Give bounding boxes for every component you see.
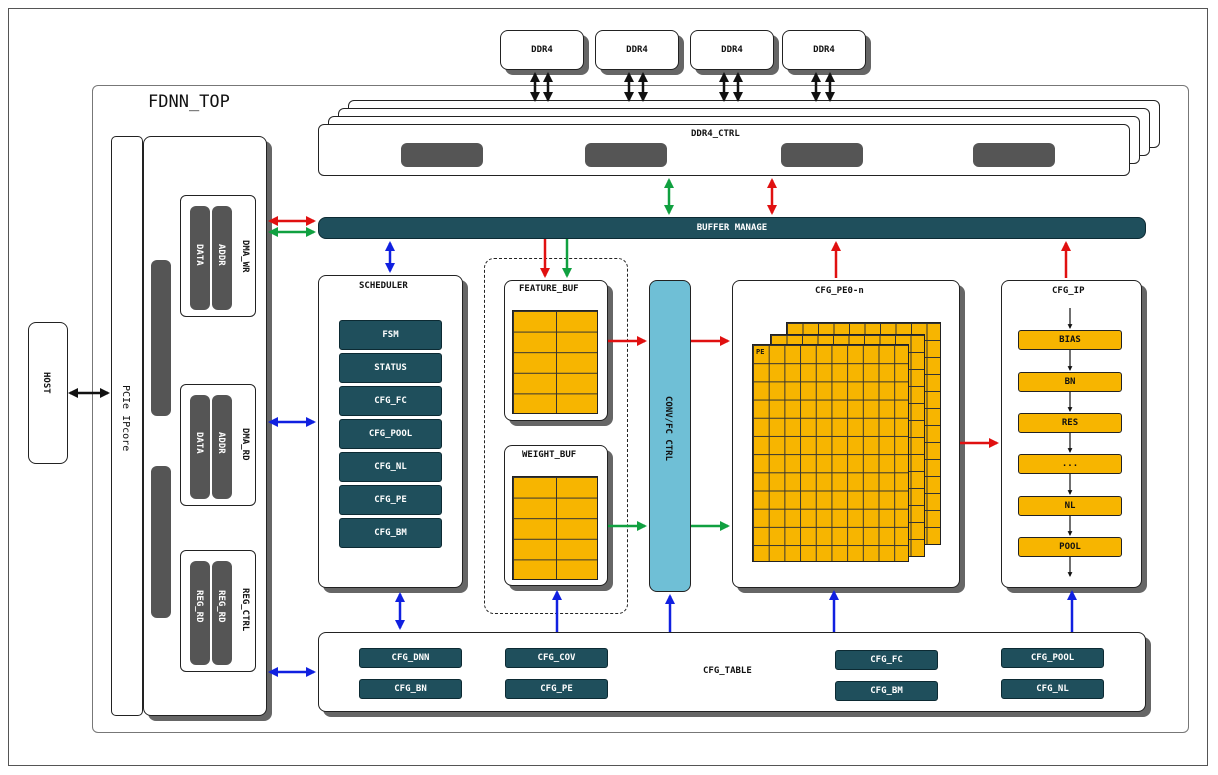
dma-wr-addr-bus [212, 206, 232, 310]
conv-fc-ctrl-block [649, 280, 691, 592]
ddr4-label: DDR4 [531, 45, 553, 55]
scheduler-cfg-pool: CFG_POOL [339, 419, 442, 449]
cfg-table-dnn: CFG_DNN [359, 648, 462, 668]
pe-array-front [752, 344, 909, 562]
dma-side-bar-1 [151, 260, 171, 416]
ddr4-ctrl-port-2 [585, 143, 667, 167]
scheduler-cfg-nl: CFG_NL [339, 452, 442, 482]
cfg-table-cov: CFG_COV [505, 648, 608, 668]
ddr4-chip-4: DDR4 [782, 30, 866, 70]
cfg-table-bm: CFG_BM [835, 681, 938, 701]
cfg-table-title: CFG_TABLE [703, 666, 752, 676]
host-block [28, 322, 68, 464]
dma-rd-data-bus [190, 395, 210, 499]
ddr-link-arrows [68, 72, 835, 398]
pe-cell-label: PE [756, 348, 765, 356]
fdnn-top-title: FDNN_TOP [148, 92, 230, 112]
buffer-manage-bar: BUFFER MANAGE [318, 217, 1146, 239]
dma-side-bar-2 [151, 466, 171, 618]
ddr4-ctrl-port-4 [973, 143, 1055, 167]
scheduler-cfg-bm: CFG_BM [339, 518, 442, 548]
cfg-ip-bias: BIAS [1018, 330, 1122, 350]
conv-fc-ctrl-label: CONV/FC CTRL [663, 396, 673, 462]
weight-buf-title: WEIGHT_BUF [522, 450, 577, 460]
ddr4-ctrl-port-1 [401, 143, 483, 167]
ddr4-label: DDR4 [626, 45, 648, 55]
ddr4-chip-1: DDR4 [500, 30, 584, 70]
dma-rd-addr-label: ADDR [216, 432, 226, 454]
dma-rd-label: DMA_RD [240, 428, 250, 461]
reg-rd-bus-2 [212, 561, 232, 665]
scheduler-cfg-pe: CFG_PE [339, 485, 442, 515]
ddr4-chip-2: DDR4 [595, 30, 679, 70]
cfg-ip-pool: POOL [1018, 537, 1122, 557]
ddr4-ctrl-label: DDR4_CTRL [691, 129, 740, 139]
reg-ctrl-label: REG_CTRL [240, 588, 250, 632]
dma-wr-data-bus [190, 206, 210, 310]
dma-wr-data-label: DATA [194, 244, 204, 266]
cfg-table-fc: CFG_FC [835, 650, 938, 670]
ddr4-ctrl-port-3 [781, 143, 863, 167]
scheduler-fsm: FSM [339, 320, 442, 350]
cfg-ip-bn: BN [1018, 372, 1122, 392]
cfg-ip-ellipsis: ... [1018, 454, 1122, 474]
feature-buf-title: FEATURE_BUF [519, 284, 579, 294]
reg-rd-label-1: REG_RD [194, 590, 204, 623]
reg-rd-label-2: REG_RD [216, 590, 226, 623]
cfg-table-pool: CFG_POOL [1001, 648, 1104, 668]
ddr4-label: DDR4 [721, 45, 743, 55]
cfg-ip-res: RES [1018, 413, 1122, 433]
dma-rd-addr-bus [212, 395, 232, 499]
scheduler-status: STATUS [339, 353, 442, 383]
outer-frame [8, 8, 1208, 766]
dma-wr-addr-label: ADDR [216, 244, 226, 266]
ddr4-chip-3: DDR4 [690, 30, 774, 70]
dma-wr-label: DMA_WR [240, 240, 250, 273]
cfg-ip-title: CFG_IP [1052, 286, 1085, 296]
scheduler-cfg-fc: CFG_FC [339, 386, 442, 416]
dma-rd-data-label: DATA [194, 432, 204, 454]
cfg-ip-nl: NL [1018, 496, 1122, 516]
cfg-pe-title: CFG_PE0-n [815, 286, 864, 296]
pcie-ipcore-label: PCIe IPcore [120, 385, 131, 452]
cfg-table-nl: CFG_NL [1001, 679, 1104, 699]
reg-rd-bus-1 [190, 561, 210, 665]
cfg-table-pe: CFG_PE [505, 679, 608, 699]
ddr4-label: DDR4 [813, 45, 835, 55]
feature-buf-grid [512, 310, 598, 414]
weight-buf-grid [512, 476, 598, 580]
scheduler-title: SCHEDULER [359, 281, 408, 291]
cfg-table-bn: CFG_BN [359, 679, 462, 699]
ddr4-ctrl: DDR4_CTRL [318, 124, 1130, 176]
host-label: HOST [41, 372, 51, 394]
pcie-ipcore-block [111, 136, 143, 716]
